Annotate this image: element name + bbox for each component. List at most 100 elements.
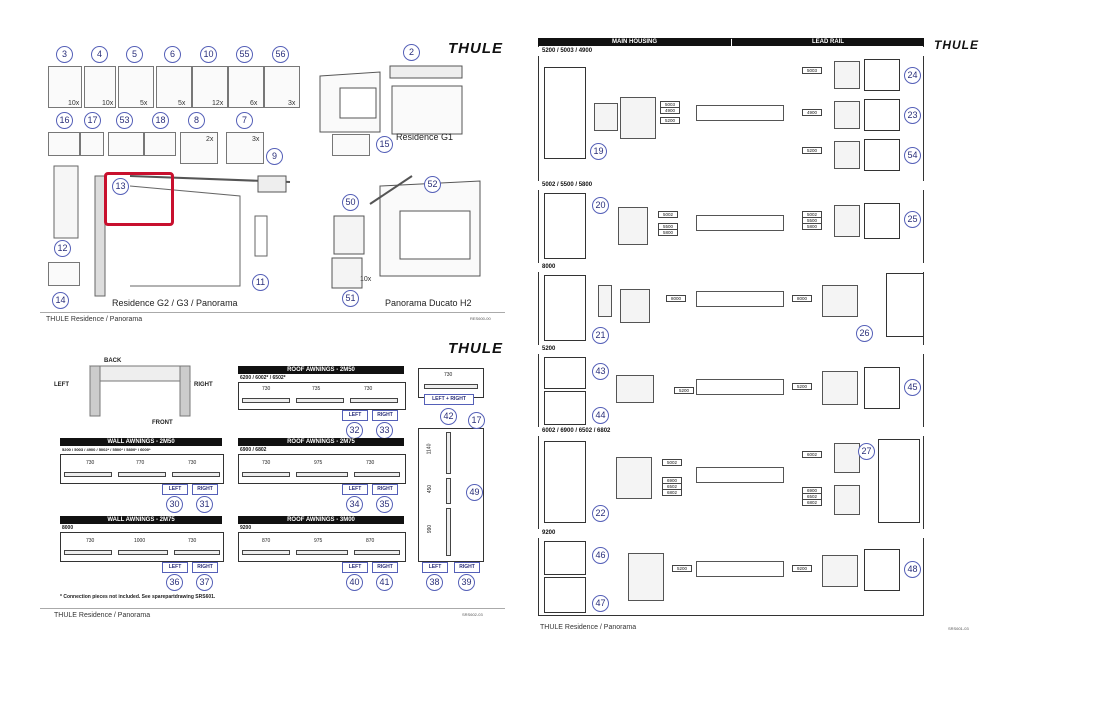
part-bubble-2[interactable]: 2 <box>403 44 420 61</box>
rail-profile <box>696 467 784 483</box>
part-qty: 3x <box>252 136 260 143</box>
section-title: 9200 <box>538 529 924 538</box>
part-bubble-48[interactable]: 48 <box>904 561 921 578</box>
part-bubble-17[interactable]: 17 <box>84 112 101 129</box>
roof-2m50-right-button[interactable]: RIGHT <box>372 410 398 421</box>
roof-3m00-left-button[interactable]: LEFT <box>342 562 368 573</box>
label-front: FRONT <box>152 420 173 426</box>
left-right-button[interactable]: LEFT + RIGHT <box>424 394 474 405</box>
section-1: 5200 / 5003 / 4900 19 5003 4900 5200 500… <box>538 47 924 182</box>
part-bubble-12[interactable]: 12 <box>54 240 71 257</box>
part-bubble-35[interactable]: 35 <box>376 496 393 513</box>
roof-2m75-models: 6900 / 6802 <box>240 447 267 453</box>
part-bubble-13[interactable]: 13 <box>112 178 129 195</box>
part-bubble-3[interactable]: 3 <box>56 46 73 63</box>
rail-segment <box>242 550 290 555</box>
part-bubble-41[interactable]: 41 <box>376 574 393 591</box>
part-bubble-8[interactable]: 8 <box>188 112 205 129</box>
part-bubble-49[interactable]: 49 <box>466 484 483 501</box>
part-bubble-31[interactable]: 31 <box>196 496 213 513</box>
rail-profile <box>696 291 784 307</box>
part-bubble-5[interactable]: 5 <box>126 46 143 63</box>
roof-2m50-left-button[interactable]: LEFT <box>342 410 368 421</box>
highlight-box[interactable] <box>104 172 174 226</box>
part-bubble-21[interactable]: 21 <box>592 327 609 344</box>
part-bubble-27[interactable]: 27 <box>858 443 875 460</box>
part-bubble-14[interactable]: 14 <box>52 292 69 309</box>
part-bubble-52[interactable]: 52 <box>424 176 441 193</box>
endcap-box <box>864 99 900 131</box>
part-bubble-46[interactable]: 46 <box>592 547 609 564</box>
vertical-right-button[interactable]: RIGHT <box>454 562 480 573</box>
section-title: 5200 / 5003 / 4900 <box>538 47 924 56</box>
vertical-rail-box <box>418 428 484 562</box>
part-bubble-47[interactable]: 47 <box>592 595 609 612</box>
part-bubble-44[interactable]: 44 <box>592 407 609 424</box>
part-bubble-43[interactable]: 43 <box>592 363 609 380</box>
part-bubble-4[interactable]: 4 <box>91 46 108 63</box>
roof-2m75-left-button[interactable]: LEFT <box>342 484 368 495</box>
roof-2m75-right-button[interactable]: RIGHT <box>372 484 398 495</box>
dim-label: 870 <box>366 538 375 544</box>
part-bubble-15[interactable]: 15 <box>376 136 393 153</box>
part-bubble-56[interactable]: 56 <box>272 46 289 63</box>
wall-2m75-left-button[interactable]: LEFT <box>162 562 188 573</box>
part-image-56 <box>264 66 300 108</box>
roof-3m00-title: ROOF AWNINGS - 3M00 <box>238 516 404 524</box>
vertical-left-button[interactable]: LEFT <box>422 562 448 573</box>
part-bubble-20[interactable]: 20 <box>592 197 609 214</box>
wall-2m75-right-button[interactable]: RIGHT <box>192 562 218 573</box>
main-housing-box <box>544 577 586 613</box>
part-bubble-6[interactable]: 6 <box>164 46 181 63</box>
part-bubble-39[interactable]: 39 <box>458 574 475 591</box>
part-bubble-17b[interactable]: 17 <box>468 412 485 429</box>
dim-label: 730 <box>188 460 197 466</box>
part-bubble-22[interactable]: 22 <box>592 505 609 522</box>
wall-2m50-right-button[interactable]: RIGHT <box>192 484 218 495</box>
part-bubble-11[interactable]: 11 <box>252 274 269 291</box>
roof-3m00-right-button[interactable]: RIGHT <box>372 562 398 573</box>
part-bubble-18[interactable]: 18 <box>152 112 169 129</box>
part-image-53 <box>108 132 144 156</box>
part-bubble-55[interactable]: 55 <box>236 46 253 63</box>
part-bubble-34[interactable]: 34 <box>346 496 363 513</box>
part-bubble-40[interactable]: 40 <box>346 574 363 591</box>
wall-2m50-left-button[interactable]: LEFT <box>162 484 188 495</box>
part-bubble-38[interactable]: 38 <box>426 574 443 591</box>
part-bubble-51[interactable]: 51 <box>342 290 359 307</box>
wall-2m75-models: 8000 <box>62 525 74 531</box>
roof-2m75-box <box>238 454 406 484</box>
part-bubble-42[interactable]: 42 <box>440 408 457 425</box>
code-label: 6002 <box>802 451 822 458</box>
part-bubble-32[interactable]: 32 <box>346 422 363 439</box>
dim-label: 730 <box>188 538 197 544</box>
divider <box>40 608 505 609</box>
rail-segment <box>64 550 112 555</box>
part-bubble-16[interactable]: 16 <box>56 112 73 129</box>
part-bubble-53[interactable]: 53 <box>116 112 133 129</box>
main-housing-box <box>544 67 586 159</box>
main-housing-box <box>544 441 586 523</box>
part-bubble-9[interactable]: 9 <box>266 148 283 165</box>
part-bubble-24[interactable]: 24 <box>904 67 921 84</box>
part-bubble-30[interactable]: 30 <box>166 496 183 513</box>
part-bubble-7[interactable]: 7 <box>236 112 253 129</box>
dim-label: 730 <box>86 538 95 544</box>
part-bubble-33[interactable]: 33 <box>376 422 393 439</box>
part-bubble-54[interactable]: 54 <box>904 147 921 164</box>
rail-segment <box>64 472 112 477</box>
part-bubble-25[interactable]: 25 <box>904 211 921 228</box>
housing-part <box>620 289 650 323</box>
part-bubble-26[interactable]: 26 <box>856 325 873 342</box>
part-bubble-23[interactable]: 23 <box>904 107 921 124</box>
wall-2m50-models: 5200 / 5003 / 4900 / 5002* / 5500* / 580… <box>62 447 151 452</box>
part-bubble-36[interactable]: 36 <box>166 574 183 591</box>
main-housing-box <box>544 541 586 575</box>
part-bubble-10[interactable]: 10 <box>200 46 217 63</box>
part-bubble-37[interactable]: 37 <box>196 574 213 591</box>
roof-2m75-title: ROOF AWNINGS - 2M75 <box>238 438 404 446</box>
dim-label: 770 <box>136 460 145 466</box>
part-bubble-50[interactable]: 50 <box>342 194 359 211</box>
part-bubble-19[interactable]: 19 <box>590 143 607 160</box>
part-bubble-45[interactable]: 45 <box>904 379 921 396</box>
